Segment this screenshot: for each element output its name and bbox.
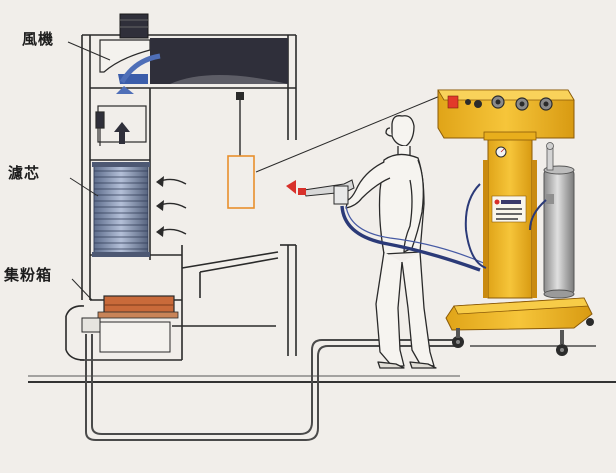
workpiece-icon: [227, 92, 255, 209]
airflow-arrows-icon: [156, 176, 187, 237]
recovery-hose: [85, 334, 596, 441]
label-leaders: [67, 41, 111, 301]
powder-collector-icon: [81, 295, 179, 353]
airflow-up-arrow-icon: [114, 122, 130, 144]
fan-label: 風機: [22, 30, 55, 48]
fan-unit-icon: [99, 13, 288, 94]
filter-label: 濾芯: [8, 164, 41, 182]
hopper-hose: [529, 199, 547, 231]
gun-hose-2: [345, 205, 487, 265]
spray-pattern-icon: [286, 180, 296, 194]
filter-cartridge-icon: [92, 162, 150, 257]
spray-gun-icon: [298, 179, 355, 205]
powder-hopper-icon: [543, 142, 575, 299]
floor-line: [28, 375, 616, 383]
operator-figure-icon: [345, 115, 437, 369]
collector-label: 集粉箱: [4, 266, 53, 284]
machine-hose-loop: [464, 183, 487, 269]
gun-hose: [340, 205, 481, 272]
control-leader-line: [255, 95, 441, 173]
